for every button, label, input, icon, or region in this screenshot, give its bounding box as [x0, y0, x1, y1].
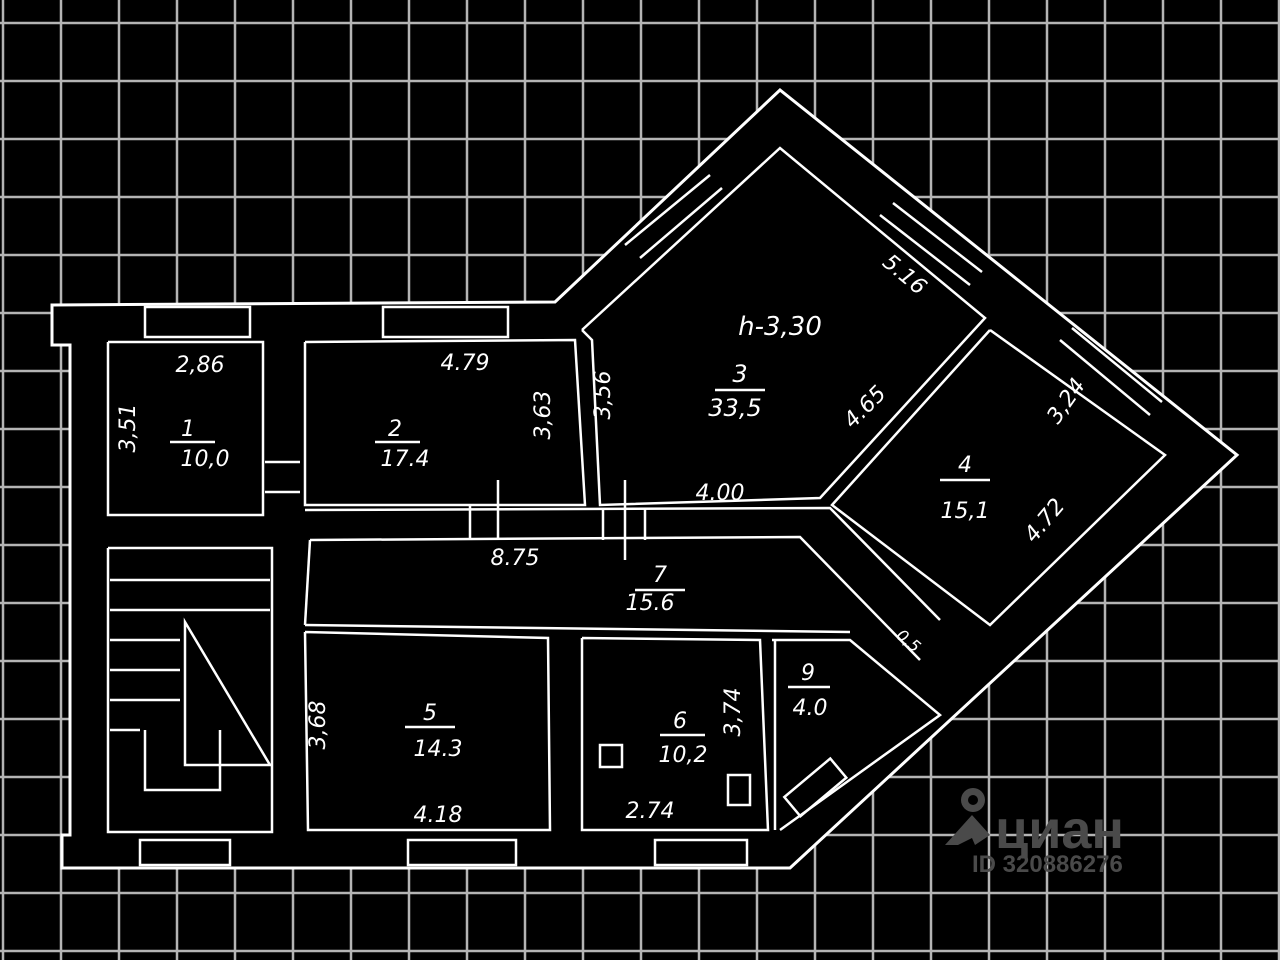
room-7-area: 15.6 — [626, 591, 675, 616]
dim-room1-height: 3,51 — [116, 404, 141, 453]
room-4-number: 4 — [958, 453, 972, 478]
room-3-number: 3 — [732, 360, 747, 388]
room-9-number: 9 — [801, 661, 815, 686]
dim-room6-height: 3,74 — [721, 688, 746, 737]
walls — [106, 146, 1167, 867]
room-4-area: 15,1 — [941, 499, 990, 524]
room-6-number: 6 — [673, 709, 687, 734]
room-7-number: 7 — [653, 563, 667, 588]
dim-room3-bottom: 4.00 — [696, 481, 745, 506]
dim-room3-left: 3,56 — [591, 371, 616, 420]
room-1-number: 1 — [181, 417, 195, 442]
cian-watermark: циан ID 320886276 — [945, 788, 1124, 878]
watermark-id: ID 320886276 — [972, 851, 1123, 878]
room-2-number: 2 — [388, 417, 402, 442]
watermark-brand: циан — [995, 800, 1124, 860]
dim-corridor: 8.75 — [491, 546, 540, 571]
room-3-area: 33,5 — [708, 394, 761, 422]
dim-room5-width: 4.18 — [414, 803, 463, 828]
dim-room2-height: 3,63 — [531, 391, 556, 440]
room-5-area: 14.3 — [414, 737, 463, 762]
room-2-area: 17.4 — [381, 447, 430, 472]
room-1-area: 10,0 — [181, 447, 230, 472]
dim-room6-width: 2.74 — [626, 799, 675, 824]
dim-room1-width: 2,86 — [176, 353, 225, 378]
room-5-number: 5 — [423, 701, 437, 726]
ceiling-height: h-3,30 — [738, 312, 822, 342]
room-6-area: 10,2 — [659, 743, 708, 768]
dim-room5-height: 3,68 — [306, 701, 331, 750]
building-footprint — [50, 88, 1240, 870]
room-9-area: 4.0 — [793, 696, 828, 721]
dim-room2-width: 4.79 — [441, 351, 490, 376]
